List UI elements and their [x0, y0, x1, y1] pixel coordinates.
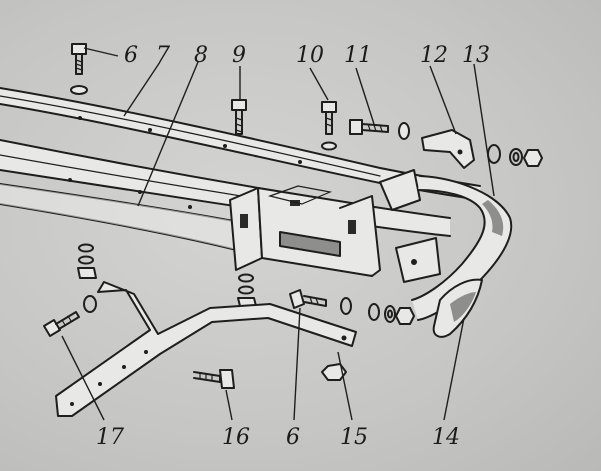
blade-holes [78, 116, 302, 164]
callout-13: 13 [462, 43, 490, 68]
callout-11: 11 [344, 43, 372, 68]
callout-12: 12 [420, 43, 448, 68]
washers-nuts-top-right [487, 144, 543, 167]
callout-9: 9 [232, 43, 246, 68]
callout-6-top: 6 [124, 43, 138, 68]
bolt-11 [349, 119, 410, 140]
bolt-17 [43, 311, 80, 337]
center-bracket [229, 185, 381, 277]
bumper-inner-bar [0, 139, 451, 257]
callout-8: 8 [194, 43, 208, 68]
callout-6-bottom: 6 [286, 425, 300, 450]
callout-7: 7 [156, 43, 170, 68]
brace-strap [55, 281, 357, 417]
leader-lines [61, 47, 495, 421]
strap-holes [70, 335, 347, 406]
callout-17: 17 [96, 425, 124, 450]
washers-nuts-lower [340, 297, 415, 325]
right-bracket [379, 169, 441, 283]
callout-14: 14 [432, 425, 460, 450]
callout-16: 16 [222, 425, 250, 450]
overrider [432, 278, 483, 338]
washer-stack-center [237, 273, 257, 307]
inner-bar-holes [68, 178, 192, 209]
callout-10: 10 [296, 43, 324, 68]
bolt-9 [231, 99, 247, 135]
callout-15: 15 [340, 425, 368, 450]
bolt-10 [321, 101, 337, 151]
callout-numbers: 6 7 8 9 10 11 12 13 17 16 6 15 14 [96, 43, 490, 450]
bolt-16 [193, 369, 235, 389]
washer-stack-left [77, 243, 97, 313]
plate-12 [421, 129, 475, 169]
bolt-6-top [70, 43, 88, 95]
bolt-6-lower [289, 289, 327, 309]
